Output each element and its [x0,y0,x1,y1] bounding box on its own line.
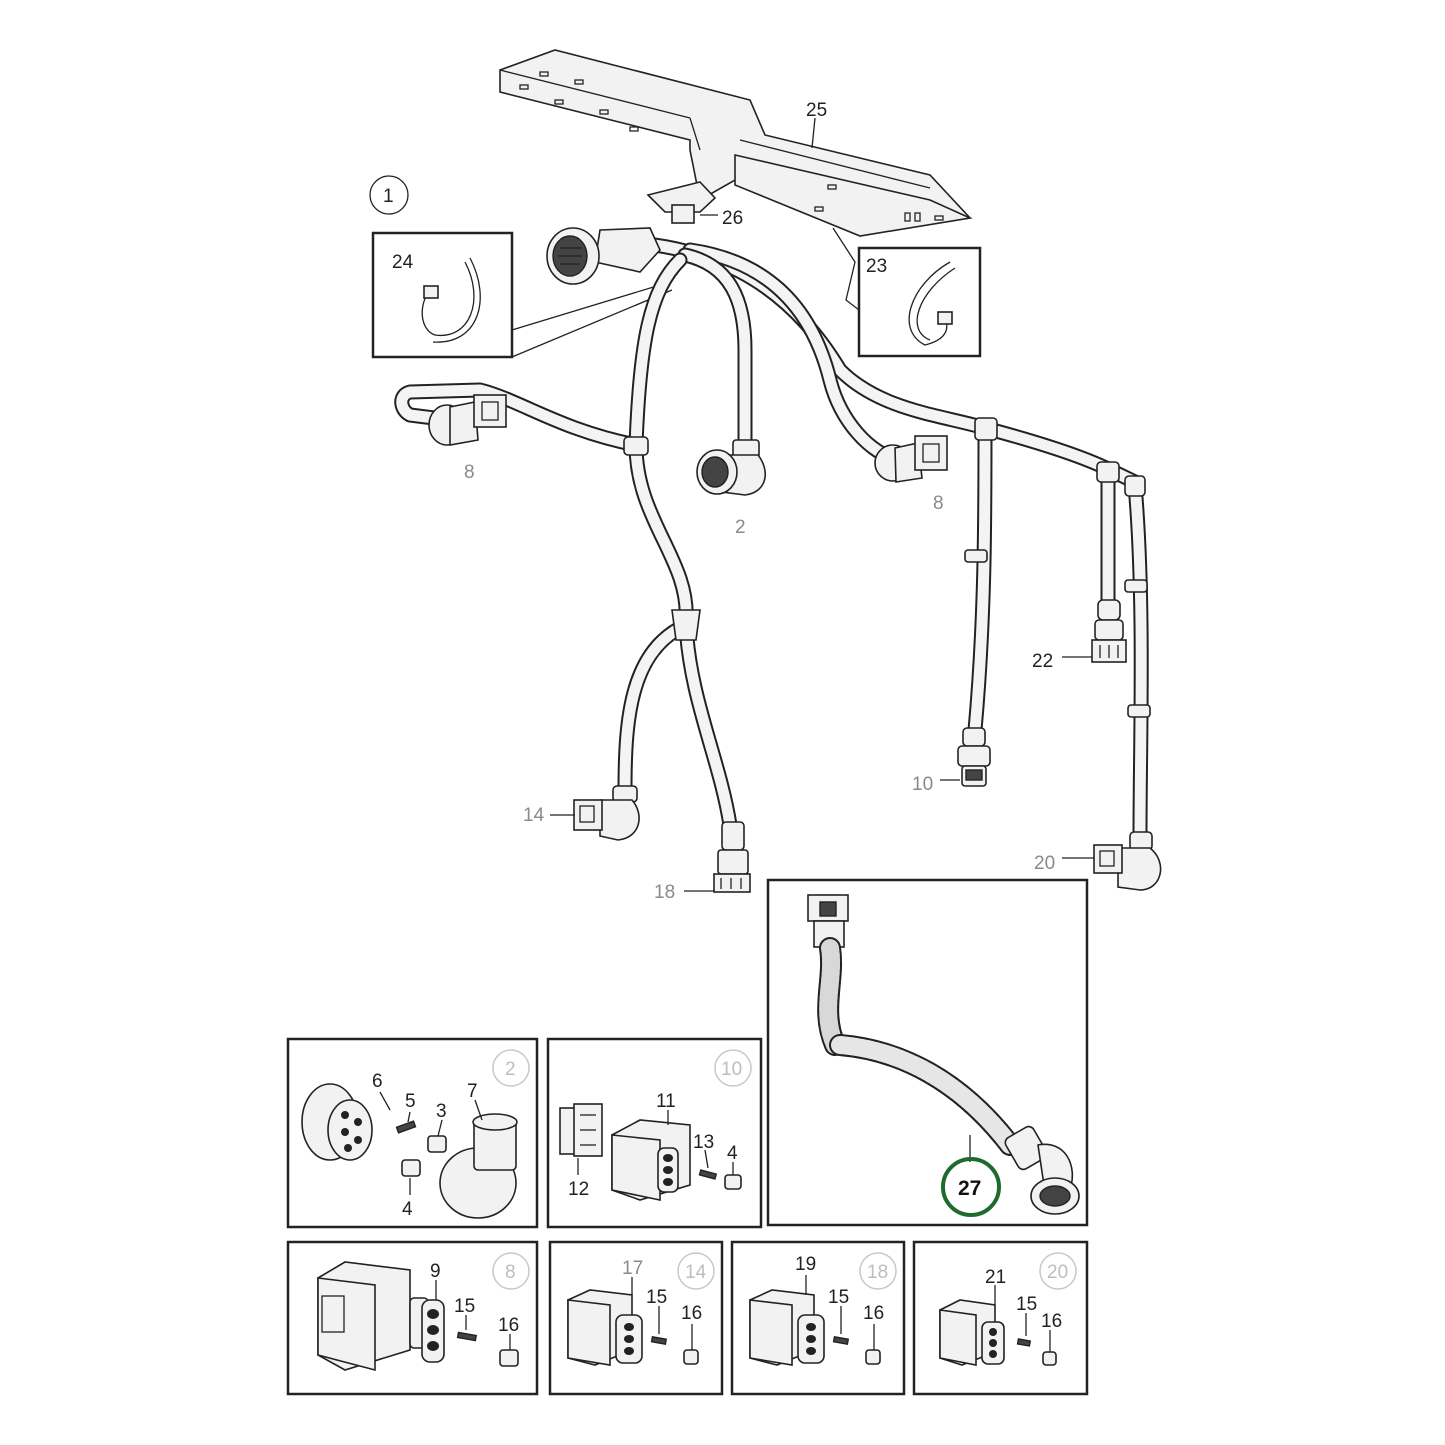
detail-box-18 [730,1240,906,1396]
callout-23: 23 [866,256,887,277]
leader-25 [811,117,816,149]
callout-15-box18: 15 [828,1287,849,1308]
callout-27: 27 [958,1177,981,1200]
connector-8-right [874,435,948,483]
ref-circle-2: 2 [505,1059,516,1080]
detail-box-14 [548,1240,724,1396]
callout-26: 26 [722,208,743,229]
connector-18 [713,821,751,893]
callout-2: 2 [735,517,746,538]
callout-19: 19 [795,1254,816,1275]
connector-2 [696,439,766,496]
detail-box-20 [912,1240,1089,1396]
main-harness [394,235,1149,843]
callout-4-box2: 4 [402,1199,413,1220]
main-round-connector [546,227,661,285]
callout-14: 14 [523,805,545,826]
ref-circle-8: 8 [505,1262,516,1283]
connector-10 [957,727,991,787]
detail-box-27 [766,878,1089,1227]
ref-circle-10: 10 [721,1059,742,1080]
callout-17: 17 [622,1258,643,1279]
detail-box-8 [286,1240,539,1396]
callout-8-right: 8 [933,493,944,514]
callout-20: 20 [1034,853,1055,874]
callout-16-box20: 16 [1041,1311,1062,1332]
callout-24: 24 [392,252,414,273]
ref-circle-18: 18 [867,1262,888,1283]
callout-18: 18 [654,882,675,903]
callout-12: 12 [568,1179,589,1200]
detail-box-10 [546,1037,763,1229]
highlight-ring-27 [941,1157,1001,1217]
callout-16-box8: 16 [498,1315,519,1336]
ref-circle-20: 20 [1047,1262,1068,1283]
connector-20 [1093,831,1162,891]
callout-1: 1 [383,186,394,207]
callout-3: 3 [436,1101,447,1122]
connector-14 [573,785,640,841]
callout-8-left: 8 [464,462,475,483]
callout-circle-1 [369,175,409,215]
callout-10: 10 [912,774,933,795]
clip-26 [646,181,717,224]
callout-22: 22 [1032,651,1053,672]
callout-13: 13 [693,1132,714,1153]
callout-9: 9 [430,1261,441,1282]
callout-15-box20: 15 [1016,1294,1037,1315]
callout-15-box8: 15 [454,1296,475,1317]
callout-11: 11 [656,1091,676,1112]
connector-8-left [428,394,507,446]
ref-circle-14: 14 [685,1262,707,1283]
callout-4-box10: 4 [727,1143,738,1164]
callout-16-box18: 16 [863,1303,884,1324]
connector-22 [1091,599,1127,663]
callout-15-box14: 15 [646,1287,667,1308]
cable-tie-box-23 [832,227,982,358]
mounting-bracket [499,49,973,237]
callout-25: 25 [806,100,827,121]
callout-7: 7 [467,1081,478,1102]
callout-5: 5 [405,1091,416,1112]
callout-21: 21 [985,1267,1006,1288]
cable-tie-box-24 [371,231,673,359]
callout-16-box14: 16 [681,1303,702,1324]
detail-box-2 [286,1037,539,1229]
junction-sleeves [623,417,1151,718]
callout-6: 6 [372,1071,383,1092]
